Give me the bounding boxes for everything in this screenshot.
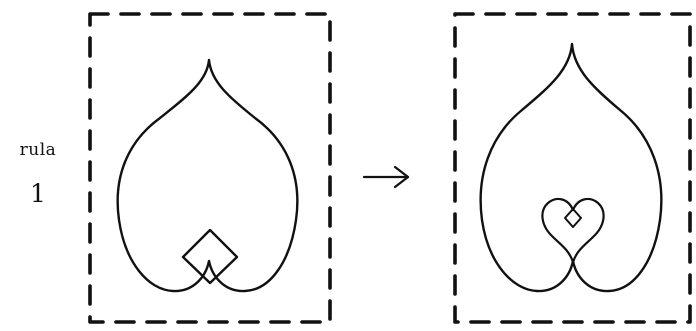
right-panel xyxy=(455,14,690,322)
right-heart-shape xyxy=(481,44,662,291)
left-diamond-shape xyxy=(183,230,237,283)
right-inner-diamond-shape xyxy=(565,209,581,227)
left-heart-shape xyxy=(118,60,298,291)
left-panel xyxy=(90,14,330,322)
transform-arrow xyxy=(364,167,408,187)
right-dashed-frame xyxy=(455,14,690,322)
